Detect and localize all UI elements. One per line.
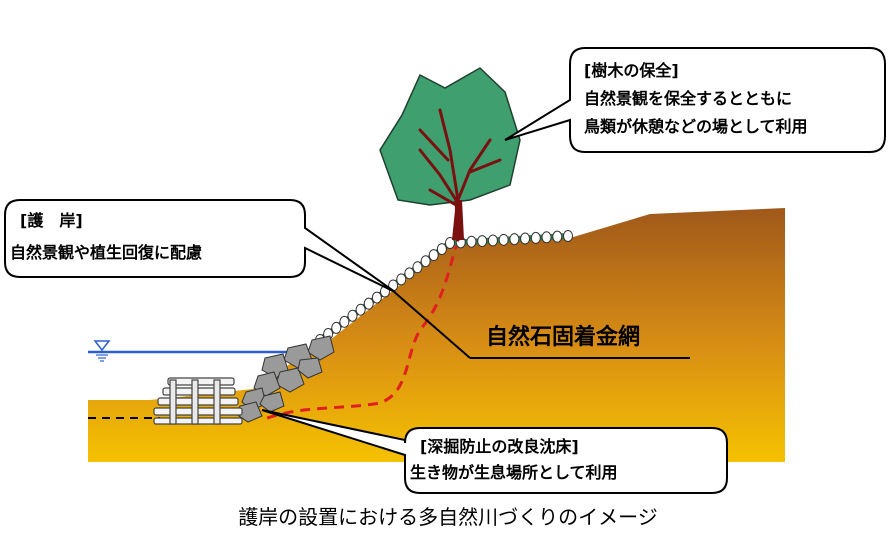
net-stone bbox=[477, 235, 488, 248]
gabion-leader-line bbox=[391, 289, 471, 359]
water-level-icon bbox=[93, 340, 111, 362]
diagram-caption: 護岸の設置における多自然川づくりのイメージ bbox=[238, 505, 658, 529]
tree-callout-heading: [樹木の保全] bbox=[584, 61, 679, 80]
net-stone bbox=[331, 321, 342, 334]
net-stone bbox=[371, 291, 382, 304]
net-stone bbox=[412, 261, 423, 274]
gabion-label: 自然石固着金網 bbox=[486, 324, 640, 350]
net-stone bbox=[396, 273, 407, 286]
revetment-callout: [護 岸] 自然景観や植生回復に配慮 bbox=[4, 199, 396, 293]
net-stone bbox=[498, 233, 509, 246]
tree-callout-line2: 鳥類が休憩などの場として利用 bbox=[584, 117, 808, 136]
tree-callout-line1: 自然景観を保全するとともに bbox=[584, 89, 792, 108]
net-stone bbox=[520, 232, 531, 245]
net-stone bbox=[530, 231, 541, 244]
net-stone bbox=[420, 255, 431, 268]
riverbed-callout-heading: [深掘防止の改良沈床] bbox=[420, 437, 579, 456]
net-stone bbox=[552, 230, 563, 243]
net-stone bbox=[363, 297, 374, 310]
net-stone bbox=[445, 237, 455, 249]
net-stone bbox=[541, 231, 552, 244]
log-crib-mattress bbox=[153, 377, 243, 425]
riverbed-callout: [深掘防止の改良沈床] 生き物が生息場所として利用 bbox=[261, 409, 728, 494]
revetment-callout-heading: [護 岸] bbox=[20, 211, 83, 230]
rock-pile bbox=[235, 335, 335, 423]
tree-callout: [樹木の保全] 自然景観を保全するとともに 鳥類が休憩などの場として利用 bbox=[504, 47, 886, 153]
riverbed-callout-line1: 生き物が生息場所として利用 bbox=[410, 463, 618, 482]
net-stone bbox=[487, 234, 498, 247]
net-stone bbox=[563, 230, 573, 242]
net-stone bbox=[339, 315, 350, 328]
net-stone bbox=[355, 303, 366, 316]
revetment-callout-line1: 自然景観や植生回復に配慮 bbox=[10, 243, 202, 262]
net-stone bbox=[436, 243, 447, 256]
tree-icon bbox=[379, 67, 521, 242]
net-stone bbox=[347, 309, 358, 322]
net-stone bbox=[466, 235, 477, 248]
net-stone bbox=[509, 233, 520, 246]
net-stone bbox=[428, 249, 439, 262]
net-stone bbox=[404, 267, 415, 280]
